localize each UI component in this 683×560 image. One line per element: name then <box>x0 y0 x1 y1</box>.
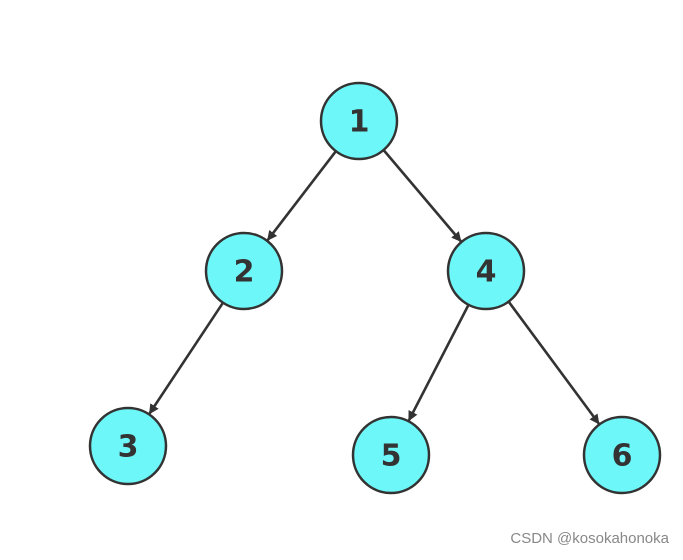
edge-4-5 <box>409 305 469 421</box>
node-3: 3 <box>90 408 166 484</box>
edge-2-3 <box>150 303 223 414</box>
edge-1-4 <box>384 150 461 241</box>
node-4: 4 <box>448 233 524 309</box>
edge-1-2 <box>268 151 336 240</box>
node-2: 2 <box>206 233 282 309</box>
node-label: 3 <box>118 430 139 465</box>
node-label: 2 <box>234 255 255 290</box>
edge-4-6 <box>509 302 599 424</box>
node-6: 6 <box>584 417 660 493</box>
node-5: 5 <box>353 417 429 493</box>
node-label: 4 <box>476 255 497 290</box>
nodes-layer: 1 2 3 4 5 6 <box>90 83 660 493</box>
node-1: 1 <box>321 83 397 159</box>
node-label: 1 <box>349 105 370 140</box>
node-label: 5 <box>381 439 402 474</box>
watermark: CSDN @kosokahonoka <box>510 530 669 547</box>
node-label: 6 <box>612 439 633 474</box>
